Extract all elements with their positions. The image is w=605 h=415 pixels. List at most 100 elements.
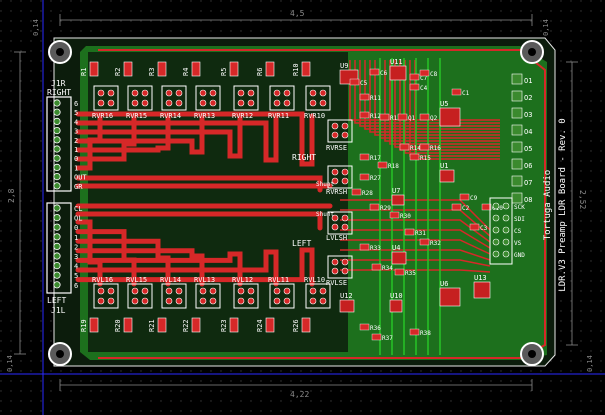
ldr-pad — [237, 89, 245, 97]
output-pin[interactable]: O1 — [511, 73, 532, 85]
ldr-pad — [309, 287, 317, 295]
ldr-component[interactable] — [327, 255, 353, 279]
smd-part[interactable]: C1 — [451, 88, 470, 97]
smd-part[interactable]: R36 — [359, 323, 381, 332]
shunt-label-left: Shunt — [316, 211, 334, 218]
trace — [75, 113, 243, 159]
smd-part[interactable]: R18 — [377, 161, 399, 170]
ic-chip[interactable]: U1 — [439, 162, 455, 183]
smd-part[interactable]: C2 — [451, 203, 470, 212]
rvrse-label: RVRSE — [326, 144, 347, 152]
smd-part[interactable]: R30 — [389, 211, 411, 220]
output-pin[interactable]: O7 — [511, 175, 532, 187]
ldr-component[interactable] — [327, 119, 353, 143]
connector-pin-label: 5 — [74, 272, 78, 280]
smd-part[interactable]: R32 — [419, 238, 441, 247]
smd-part[interactable]: R11 — [359, 93, 381, 102]
smd-part[interactable]: C9 — [459, 193, 478, 202]
smd-part[interactable]: R17 — [359, 153, 381, 162]
part-label: R29 — [380, 205, 391, 212]
part-label: C7 — [420, 75, 428, 82]
output-pin[interactable]: O2 — [511, 90, 532, 102]
connector-pin-label: CL — [74, 205, 82, 213]
smd-part[interactable]: R33 — [359, 243, 381, 252]
connector-pad — [53, 117, 61, 126]
smd-part[interactable]: C4 — [409, 83, 428, 92]
trace — [75, 249, 279, 287]
ic-chip[interactable]: U13 — [473, 274, 491, 299]
resistor-label: R6 — [256, 68, 264, 76]
smd-part[interactable]: R14 — [399, 143, 421, 152]
connector-pin-label: 0 — [74, 224, 78, 232]
smd-part[interactable]: R31 — [404, 228, 426, 237]
smd-part[interactable]: C5 — [349, 78, 368, 87]
connector-pad — [53, 145, 61, 153]
header-pin-label: VS — [514, 240, 522, 247]
smd-part[interactable]: R15 — [409, 153, 431, 162]
ic-chip[interactable]: U11 — [389, 58, 407, 81]
smd-part[interactable]: R27 — [359, 173, 381, 182]
connector-pin-label: 3 — [74, 253, 78, 261]
ic-chip[interactable]: U5 — [439, 100, 461, 127]
smd-part[interactable]: R12 — [359, 111, 381, 120]
connector-pin-label: GR — [74, 183, 83, 191]
smd-part[interactable]: C6 — [369, 68, 388, 77]
connector-pad — [53, 233, 61, 241]
smd-part[interactable]: C8 — [419, 69, 438, 78]
connector-pin-label: 3 — [74, 128, 78, 136]
smd-part[interactable]: R28 — [351, 188, 373, 197]
trace — [75, 113, 279, 163]
ic-chip[interactable]: U12 — [339, 292, 355, 313]
output-pin-label: O8 — [524, 196, 532, 204]
ldr-component[interactable] — [327, 211, 353, 235]
smd-part[interactable]: R13 — [379, 113, 401, 122]
dim-left-height: 2,8 — [7, 188, 16, 203]
shunt-label-right: Shunt — [316, 181, 334, 188]
output-pin[interactable]: O4 — [511, 124, 532, 136]
smd-part[interactable]: R37 — [371, 333, 393, 342]
smd-part[interactable]: R35 — [394, 268, 416, 277]
ldr-pad — [131, 99, 139, 107]
ic-chip[interactable]: U4 — [391, 244, 407, 265]
ic-chip[interactable]: U7 — [391, 187, 405, 206]
part-label: R13 — [390, 115, 401, 122]
output-pin[interactable]: O6 — [511, 158, 532, 170]
output-pin[interactable]: O5 — [511, 141, 532, 153]
smd-part[interactable]: C3 — [469, 223, 488, 232]
smd-part[interactable]: Q1 — [397, 113, 416, 122]
ldr-component[interactable] — [327, 165, 353, 189]
smd-part[interactable]: R16 — [419, 143, 441, 152]
smd-part[interactable]: C7 — [409, 73, 428, 82]
ldr-label: RVL15 — [126, 276, 147, 284]
smd-part[interactable]: Q2 — [419, 113, 438, 122]
smd-part[interactable]: R29 — [369, 203, 391, 212]
part-label: R36 — [370, 325, 381, 332]
output-pin[interactable]: O3 — [511, 107, 532, 119]
part-label: R32 — [430, 240, 441, 247]
connector-pad — [53, 182, 61, 190]
ic-chip[interactable]: U6 — [439, 280, 461, 307]
smd-part[interactable]: R34 — [371, 263, 393, 272]
ldr-pad — [175, 89, 183, 97]
smd-part[interactable]: R38 — [409, 328, 431, 337]
resistor-body — [301, 317, 311, 333]
ic-chip[interactable]: U10 — [389, 292, 403, 313]
